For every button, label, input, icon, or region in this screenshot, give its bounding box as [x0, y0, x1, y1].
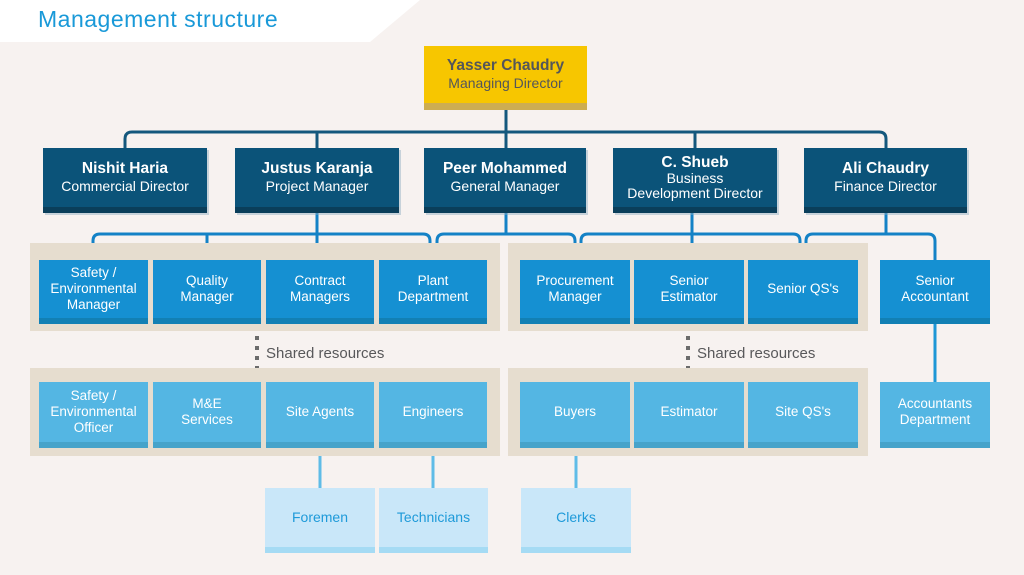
- person-name: C. Shueb: [661, 153, 729, 171]
- node-quality-manager: Quality Manager: [153, 260, 261, 324]
- shared-resources-label-left: Shared resources: [266, 345, 385, 362]
- node-foremen: Foremen: [265, 488, 375, 553]
- page-title: Management structure: [38, 6, 279, 32]
- person-name: Yasser Chaudry: [446, 57, 565, 75]
- person-role: Commercial Director: [61, 178, 189, 195]
- node-commercial-director: Nishit Haria Commercial Director: [43, 148, 207, 213]
- node-senior-estimator: Senior Estimator: [634, 260, 744, 324]
- node-site-qss: Site QS's: [748, 382, 858, 448]
- node-safety-environmental-officer: Safety / Environmental Officer: [39, 382, 148, 448]
- person-role: Business Development Director: [627, 169, 763, 202]
- node-accountants-department: Accountants Department: [880, 382, 990, 448]
- person-name: Nishit Haria: [81, 160, 169, 178]
- node-contract-managers: Contract Managers: [266, 260, 374, 324]
- header-band: [0, 0, 420, 42]
- node-procurement-manager: Procurement Manager: [520, 260, 630, 324]
- node-senior-accountant: Senior Accountant: [880, 260, 990, 324]
- node-project-manager: Justus Karanja Project Manager: [235, 148, 399, 213]
- shared-resources-label-right: Shared resources: [697, 345, 816, 362]
- node-safety-environmental-manager: Safety / Environmental Manager: [39, 260, 148, 324]
- node-managing-director: Yasser Chaudry Managing Director: [424, 46, 587, 110]
- person-name: Justus Karanja: [261, 160, 373, 178]
- node-me-services: M&E Services: [153, 382, 261, 448]
- node-general-manager: Peer Mohammed General Manager: [424, 148, 586, 213]
- node-senior-qss: Senior QS's: [748, 260, 858, 324]
- node-technicians: Technicians: [379, 488, 488, 553]
- node-plant-department: Plant Department: [379, 260, 487, 324]
- node-finance-director: Ali Chaudry Finance Director: [804, 148, 967, 213]
- node-business-development-director: C. Shueb Business Development Director: [613, 148, 777, 213]
- node-engineers: Engineers: [379, 382, 487, 448]
- node-estimator: Estimator: [634, 382, 744, 448]
- person-role: Project Manager: [265, 178, 369, 195]
- person-role: Finance Director: [834, 178, 937, 195]
- node-buyers: Buyers: [520, 382, 630, 448]
- node-site-agents: Site Agents: [266, 382, 374, 448]
- person-name: Ali Chaudry: [842, 160, 929, 178]
- person-role: General Manager: [450, 178, 560, 195]
- person-name: Peer Mohammed: [442, 160, 568, 178]
- node-clerks: Clerks: [521, 488, 631, 553]
- person-role: Managing Director: [448, 75, 563, 92]
